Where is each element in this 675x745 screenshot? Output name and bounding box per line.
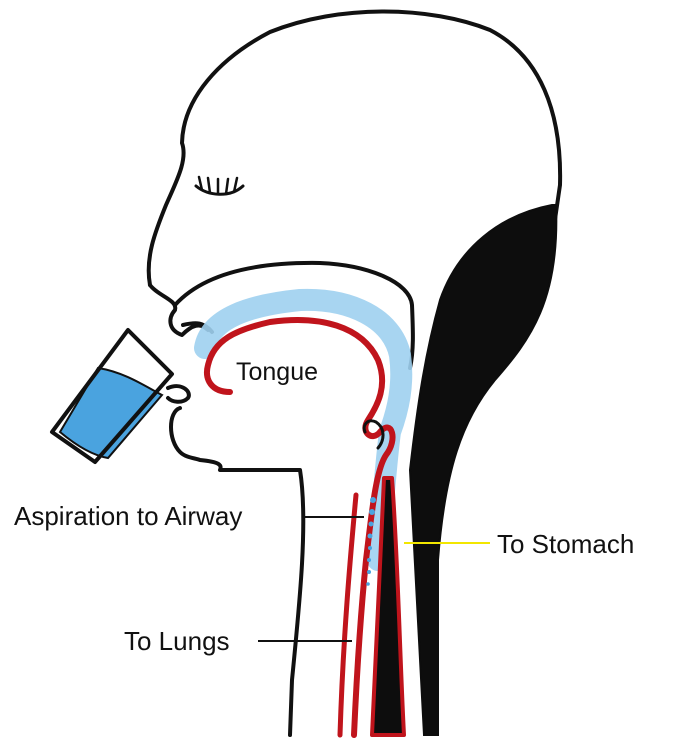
- chin-neck-outline: [171, 408, 303, 735]
- stomach-label: To Stomach: [497, 531, 634, 557]
- aspiration-label: Aspiration to Airway: [14, 503, 242, 529]
- lungs-label: To Lungs: [124, 628, 230, 654]
- back-of-neck: [410, 205, 556, 735]
- face-lower-outline: [150, 285, 208, 335]
- tongue-label: Tongue: [236, 360, 318, 385]
- lower-lip: [168, 386, 189, 402]
